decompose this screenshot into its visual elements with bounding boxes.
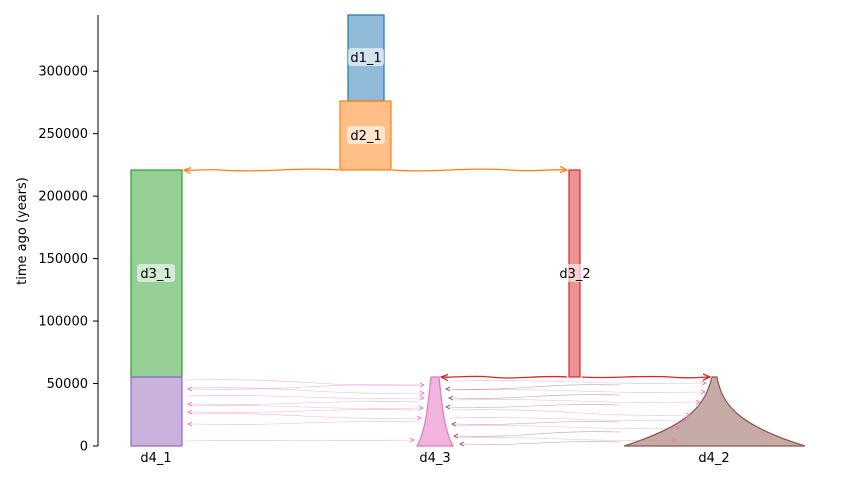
x-label-d4_2: d4_2 — [698, 451, 729, 466]
y-tick-label: 150000 — [38, 252, 88, 267]
migration-arrowhead — [700, 389, 707, 395]
split-arrow-d3_2-to-d4_3 — [441, 376, 568, 378]
y-tick-label: 200000 — [38, 190, 88, 205]
migration-line — [451, 399, 701, 403]
label-box-d2_1 — [347, 126, 385, 144]
migration-line — [451, 425, 681, 429]
label-box-d3_2 — [556, 264, 594, 282]
label-d3_1: d3_1 — [140, 267, 171, 282]
migration-arrowhead — [447, 395, 454, 401]
demes-layer — [130, 14, 806, 447]
x-label-d4_1: d4_1 — [140, 451, 171, 466]
migration-arrowhead — [418, 405, 425, 411]
deme-labels: d1_1 d2_1 d3_1 d3_2 — [137, 48, 594, 282]
label-d1_1: d1_1 — [350, 51, 381, 66]
split-arrow-d3_2-to-d4_2 — [581, 376, 710, 377]
migration-arrowhead — [409, 437, 416, 443]
x-labels: d4_1 d4_3 d4_2 — [140, 451, 729, 466]
migration-arrowhead — [444, 386, 451, 392]
migration-arrowhead — [419, 390, 426, 396]
split-arrow-d2_1-to-d3_2 — [391, 169, 567, 171]
migration-line — [451, 417, 687, 421]
migration-arrowhead — [186, 421, 193, 427]
y-axis-label: time ago (years) — [15, 177, 30, 285]
migration-arrowhead — [681, 417, 688, 423]
migration-arrowhead — [685, 412, 692, 418]
migration-line — [185, 413, 422, 419]
y-tick-label: 250000 — [38, 127, 88, 142]
deme-d4_3 — [415, 376, 455, 447]
migration-arrowhead — [671, 437, 678, 443]
migration-arrowhead — [416, 415, 423, 421]
migration-line — [187, 409, 421, 413]
migration-line — [453, 431, 621, 437]
migration-line — [187, 401, 421, 405]
label-d2_1: d2_1 — [350, 129, 381, 144]
migration-arrowhead — [419, 395, 426, 401]
y-ticks: 0 50000 100000 150000 200000 250000 300000 — [38, 65, 98, 455]
migration-arrowhead — [458, 441, 465, 447]
migration-line — [451, 380, 707, 384]
migration-line — [448, 394, 621, 399]
migration-arrowhead — [695, 399, 702, 405]
migration-line — [187, 384, 421, 390]
migration-line — [185, 439, 415, 442]
migration-line — [185, 395, 425, 399]
migration-arrowhead — [452, 433, 459, 439]
migration-arrowhead — [444, 404, 451, 410]
migration-arrowhead — [186, 401, 193, 407]
migration-line — [445, 384, 621, 390]
split-arrow-d2_1-to-d3_1 — [184, 169, 340, 171]
migration-line — [459, 441, 621, 445]
migration-arrowhead — [186, 409, 193, 415]
y-axis: 0 50000 100000 150000 200000 250000 300000 tim… — [15, 15, 99, 455]
migration-lines — [185, 379, 708, 447]
deme-d4_2 — [623, 376, 806, 447]
deme-d4_1 — [130, 376, 183, 447]
y-tick-label: 100000 — [38, 315, 88, 330]
migration-arrowhead — [701, 380, 708, 386]
migration-line — [185, 405, 424, 409]
migration-line — [185, 387, 425, 394]
label-box-d1_1 — [348, 48, 384, 66]
label-d3_2: d3_2 — [559, 267, 590, 282]
y-tick-label: 50000 — [47, 377, 88, 392]
migration-line — [187, 421, 421, 425]
migration-line — [185, 379, 425, 386]
migration-line — [451, 409, 691, 416]
migration-line — [445, 404, 621, 408]
migration-line — [451, 389, 706, 393]
migration-arrowhead — [419, 382, 426, 388]
label-box-d3_1 — [137, 264, 175, 282]
migration-line — [451, 421, 621, 425]
y-tick-label: 0 — [80, 440, 88, 455]
migration-line — [451, 437, 677, 441]
migration-arrowhead — [675, 425, 682, 431]
y-tick-label: 300000 — [38, 65, 88, 80]
ancestry-connectors — [184, 169, 710, 378]
migration-arrowhead — [450, 421, 457, 427]
x-label-d4_3: d4_3 — [419, 451, 450, 466]
